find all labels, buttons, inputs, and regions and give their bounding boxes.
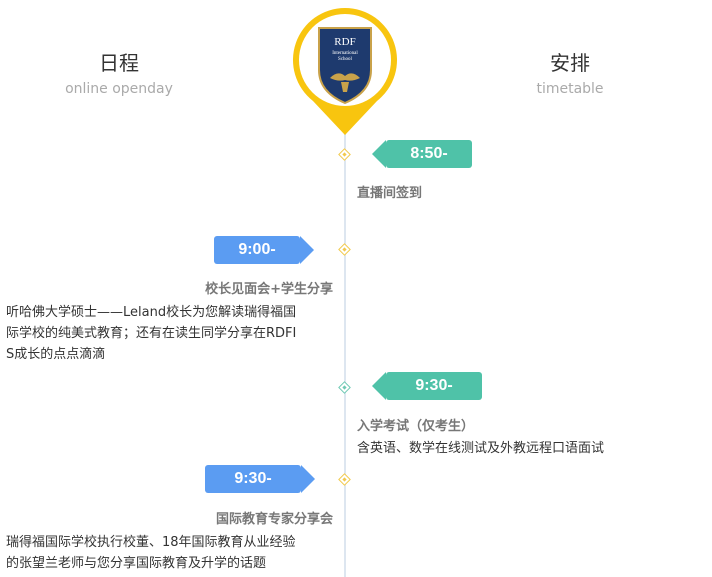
event-title: 入学考试（仅考生） (357, 419, 475, 434)
time-tag: 9:00-9:30 (214, 236, 314, 286)
timeline-line (344, 120, 346, 577)
time-tag: 8:50-9:00 (372, 140, 472, 190)
timeline-marker (338, 381, 351, 394)
event-description-line: 际学校的纯美式教育；还有在读生同学分享在RDFI (6, 326, 297, 341)
header-right: 安排 timetable (480, 50, 660, 98)
header-left: 日程 online openday (29, 50, 209, 98)
event-title: 直播间签到 (357, 186, 423, 201)
event-description: 含英语、数学在线测试及外教远程口语面试 (357, 441, 605, 456)
timeline-marker (338, 148, 351, 161)
event-description: 听哈佛大学硕士——Leland校长为您解读瑞得福国 际学校的纯美式教育；还有在读… (6, 302, 334, 365)
logo-text-sub-1: International (332, 51, 358, 56)
arrangement-subtitle: timetable (536, 81, 604, 97)
school-crest-icon: RDF International School (318, 27, 372, 105)
event-description: 瑞得福国际学校执行校董、18年国际教育从业经验 的张望兰老师与您分享国际教育及升… (6, 532, 334, 574)
event-description-line: 的张望兰老师与您分享国际教育及升学的话题 (6, 556, 267, 571)
event-description-line: S成长的点点滴滴 (6, 347, 106, 362)
event-description-line: 听哈佛大学硕士——Leland校长为您解读瑞得福国 (6, 305, 297, 320)
timeline-marker (338, 243, 351, 256)
time-tag: 9:30-11:30 (205, 465, 315, 515)
time-tag: 9:30-12:00 (372, 372, 482, 422)
event-description-line: 瑞得福国际学校执行校董、18年国际教育从业经验 (6, 535, 296, 550)
school-logo-pin: RDF International School (292, 7, 398, 135)
logo-text-sub-2: School (338, 57, 353, 62)
schedule-title: 日程 (99, 51, 139, 75)
event-title: 国际教育专家分享会 (215, 512, 333, 527)
timeline-marker (338, 473, 351, 486)
logo-text-main: RDF (334, 36, 355, 48)
event-title: 校长见面会+学生分享 (205, 282, 333, 297)
schedule-subtitle: online openday (65, 81, 173, 97)
arrangement-title: 安排 (550, 51, 590, 75)
